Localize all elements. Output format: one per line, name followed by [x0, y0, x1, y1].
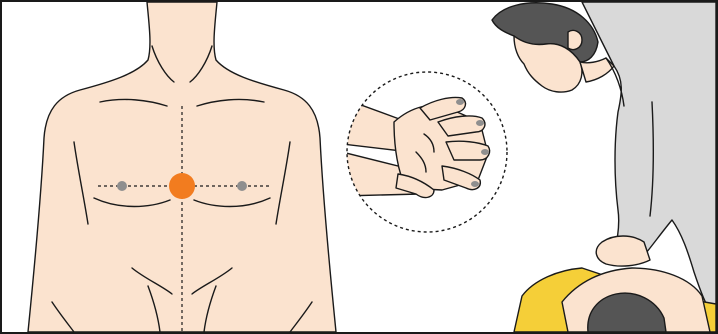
fingernail-1: [456, 99, 464, 105]
interlocked-hands-icon: [342, 72, 507, 232]
fingernail-2: [476, 120, 484, 126]
fingernail-3: [481, 149, 489, 155]
fingernail-4: [471, 181, 479, 187]
nipple-left-dot: [117, 181, 127, 191]
compression-point-marker: [169, 173, 195, 199]
cpr-rescuer-icon: [492, 2, 716, 332]
nipple-right-dot: [237, 181, 247, 191]
